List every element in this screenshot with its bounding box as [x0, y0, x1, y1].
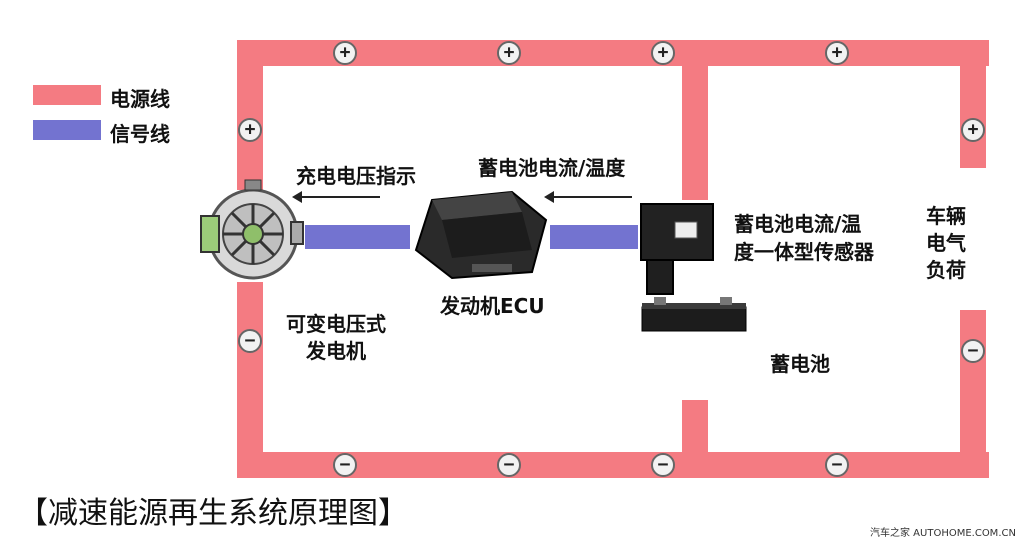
middle-upper-power-wire: [682, 40, 708, 200]
terminal-bottom-3: −: [651, 453, 675, 477]
terminal-top-2: +: [497, 41, 521, 65]
ecu-label: 发动机ECU: [440, 294, 545, 318]
top-power-wire: [237, 40, 989, 66]
load-label-line2: 电气: [926, 231, 966, 255]
right-lower-power-wire: [960, 310, 986, 478]
signal-line-legend-label: 信号线: [110, 122, 170, 146]
battery-signal-arrow: [544, 191, 632, 203]
load-label-line3: 负荷: [926, 258, 966, 282]
generator-label-line1: 可变电压式: [286, 312, 386, 336]
middle-lower-power-wire: [682, 400, 708, 476]
sensor-image: [640, 203, 714, 295]
sensor-label-line1: 蓄电池电流/温: [734, 212, 862, 236]
battery-current-temp-label: 蓄电池电流/温度: [478, 156, 626, 180]
charge-voltage-label: 充电电压指示: [296, 164, 416, 188]
generator-label-line2: 发电机: [306, 339, 366, 363]
diagram-title: 【减速能源再生系统原理图】: [18, 496, 408, 531]
terminal-left-lower: −: [238, 329, 262, 353]
terminal-right-lower: −: [961, 339, 985, 363]
signal-wire-sensor-ecu: [550, 225, 638, 249]
watermark: 汽车之家 AUTOHOME.COM.CN: [870, 528, 1016, 539]
terminal-top-4: +: [825, 41, 849, 65]
terminal-right-upper: +: [961, 118, 985, 142]
signal-wire-ecu-generator: [305, 225, 410, 249]
battery-label: 蓄电池: [770, 352, 830, 376]
battery-image: [641, 297, 747, 332]
terminal-bottom-4: −: [825, 453, 849, 477]
bottom-power-wire: [237, 452, 989, 478]
ecu-image: [414, 190, 548, 280]
terminal-bottom-2: −: [497, 453, 521, 477]
signal-line-legend-swatch: [33, 120, 101, 140]
terminal-left-upper: +: [238, 118, 262, 142]
sensor-label-line2: 度一体型传感器: [734, 240, 874, 264]
terminal-top-1: +: [333, 41, 357, 65]
power-line-legend-swatch: [33, 85, 101, 105]
left-lower-power-wire: [237, 282, 263, 476]
alternator-image: [200, 179, 304, 280]
right-upper-power-wire: [960, 40, 986, 168]
left-upper-power-wire: [237, 40, 263, 190]
power-line-legend-label: 电源线: [110, 87, 170, 111]
terminal-top-3: +: [651, 41, 675, 65]
terminal-bottom-1: −: [333, 453, 357, 477]
load-label-line1: 车辆: [926, 204, 966, 228]
charge-voltage-arrow: [292, 191, 380, 203]
